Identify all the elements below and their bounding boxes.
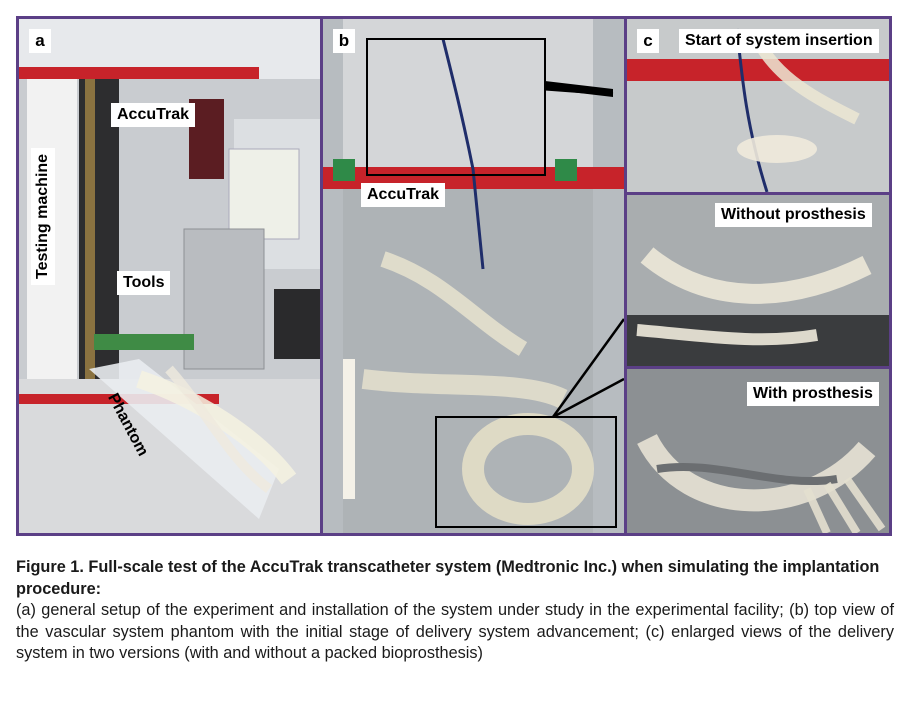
label-accutrak-a: AccuTrak <box>111 103 196 127</box>
caption-body: (a) general setup of the experiment and … <box>16 601 894 662</box>
panel-b-photo: b AccuTrak <box>323 19 624 533</box>
panel-b-letter: b <box>333 29 355 53</box>
phantom-top-view-photo <box>323 19 624 533</box>
caption-title: Figure 1. Full-scale test of the AccuTra… <box>16 558 880 598</box>
label-start-insertion: Start of system insertion <box>679 29 879 53</box>
label-accutrak-b: AccuTrak <box>361 183 446 207</box>
panel-c-start-photo: c Start of system insertion <box>627 19 889 192</box>
label-tools: Tools <box>117 271 171 295</box>
panel-c-letter: c <box>637 29 659 53</box>
panel-a-photo: a AccuTrak Tools Testing machine Phantom <box>19 19 320 533</box>
panel-c-without-photo: Without prosthesis <box>627 195 889 366</box>
panel-c-with-photo: With prosthesis <box>627 369 889 533</box>
figure: a AccuTrak Tools Testing machine Phantom <box>16 16 892 536</box>
label-without-prosthesis: Without prosthesis <box>715 203 872 227</box>
figure-caption: Figure 1. Full-scale test of the AccuTra… <box>16 557 894 665</box>
label-testing-machine: Testing machine <box>31 147 55 285</box>
panel-a-letter: a <box>29 29 51 53</box>
label-with-prosthesis: With prosthesis <box>747 382 879 406</box>
